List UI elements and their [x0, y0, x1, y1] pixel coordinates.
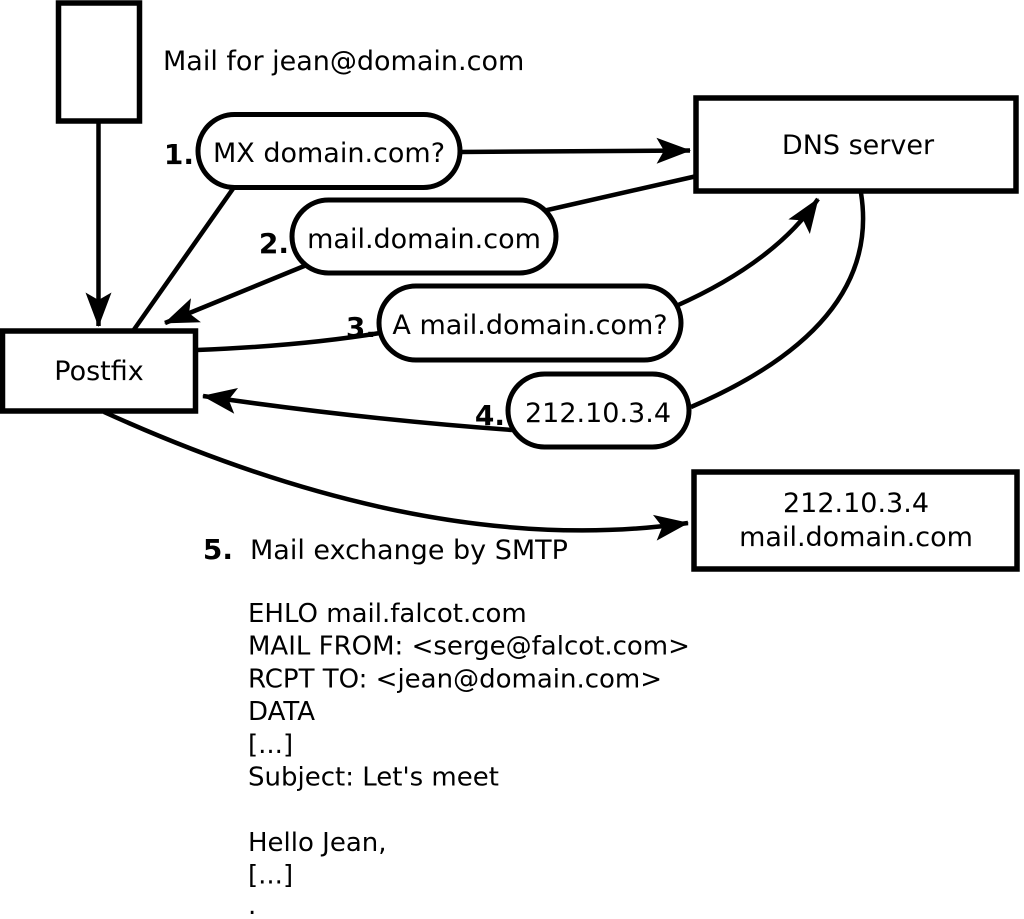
- query-mx-arrow-to-dns: [458, 137, 691, 164]
- pill-step-2-mx-response: [289, 197, 559, 276]
- smtp-line: Hello Jean,: [248, 828, 387, 858]
- smtp-line: [...]: [248, 730, 293, 760]
- step-5-label: Mail exchange by SMTP: [250, 535, 568, 566]
- dns-server-node: [693, 95, 1019, 194]
- mail-message-node: [55, 0, 143, 124]
- postfix-node: [0, 328, 199, 414]
- step-3-number: 3.: [346, 311, 376, 344]
- step-1-number: 1.: [164, 138, 194, 171]
- mail-title-label: Mail for jean@domain.com: [163, 46, 524, 77]
- pill-step-3-a-query: [376, 283, 684, 363]
- smtp-line: .: [248, 891, 256, 919]
- smtp-line: DATA: [248, 697, 315, 727]
- response-mx-arrow-to-postfix: [164, 259, 315, 326]
- smtp-line: [...]: [248, 861, 293, 891]
- step-2-number: 2.: [259, 227, 289, 260]
- query-a-arrow-to-dns: [675, 197, 820, 309]
- mail-server-ip-label: 212.10.3.4: [783, 488, 929, 519]
- smtp-session-block: EHLO mail.falcot.com MAIL FROM: <serge@f…: [248, 599, 690, 919]
- pill-step-4-a-response: [505, 371, 692, 450]
- smtp-line: RCPT TO: <jean@domain.com>: [248, 664, 662, 694]
- pill-step-1-mx-query: [195, 112, 463, 190]
- step-1-label: MX domain.com?: [213, 138, 445, 169]
- smtp-exchange-arrow: [103, 409, 689, 541]
- smtp-line: MAIL FROM: <serge@falcot.com>: [248, 632, 690, 662]
- step-5-number: 5.: [203, 533, 233, 566]
- mail-server-host-label: mail.domain.com: [739, 522, 973, 553]
- response-a-line-from-dns: [690, 192, 866, 410]
- postfix-label: Postfix: [54, 356, 143, 387]
- step-4-label: 212.10.3.4: [525, 398, 671, 429]
- dns-server-label: DNS server: [782, 130, 935, 161]
- query-a-line-from-postfix: [196, 330, 381, 353]
- response-mx-line-from-dns: [542, 173, 698, 214]
- smtp-line: EHLO mail.falcot.com: [248, 599, 527, 629]
- response-a-arrow-to-postfix: [202, 387, 513, 433]
- step-4-number: 4.: [475, 399, 505, 432]
- query-mx-line-from-postfix: [131, 181, 239, 333]
- step-3-label: A mail.domain.com?: [392, 310, 667, 341]
- mail-server-node: [691, 469, 1020, 572]
- smtp-line: Subject: Let's meet: [248, 763, 499, 793]
- step-2-label: mail.domain.com: [307, 224, 541, 255]
